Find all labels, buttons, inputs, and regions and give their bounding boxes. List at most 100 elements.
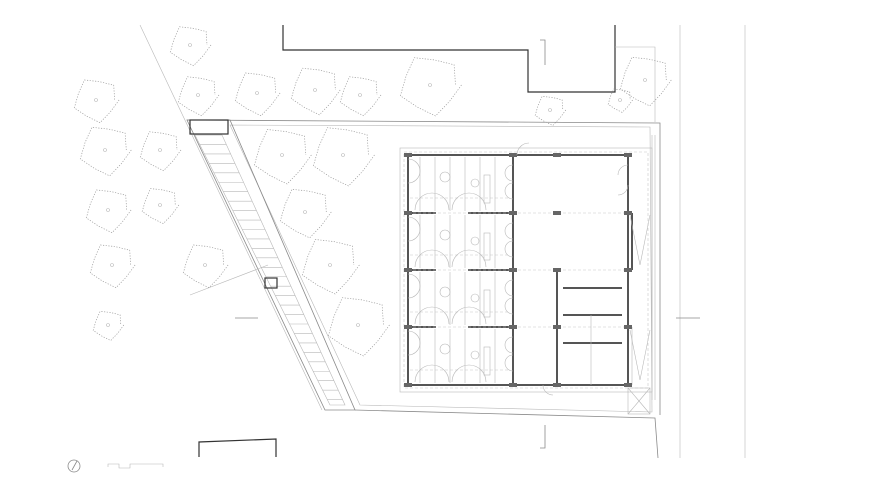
walkway xyxy=(186,119,356,411)
door-swing xyxy=(504,279,514,315)
column xyxy=(553,268,561,272)
tree-trunk xyxy=(341,153,345,157)
table xyxy=(470,178,480,188)
entrance-door xyxy=(516,142,530,156)
tree xyxy=(85,189,132,234)
table xyxy=(470,350,480,360)
tree xyxy=(79,126,132,177)
table xyxy=(439,229,451,241)
tree-trunk xyxy=(106,208,110,212)
column xyxy=(404,268,412,272)
column xyxy=(624,383,632,387)
column xyxy=(404,383,412,387)
column xyxy=(509,211,517,215)
column xyxy=(553,383,561,387)
door-swing xyxy=(451,306,487,325)
tree-trunk xyxy=(106,323,110,327)
column xyxy=(404,153,412,157)
diagonal-boundary xyxy=(139,24,323,411)
tree xyxy=(182,244,229,289)
column xyxy=(509,325,517,329)
stair xyxy=(629,214,651,266)
table xyxy=(470,293,480,303)
tree xyxy=(290,67,341,116)
tree-trunk xyxy=(358,93,362,97)
tree xyxy=(327,297,390,357)
door-swing xyxy=(407,273,421,299)
column xyxy=(624,268,632,272)
tree xyxy=(73,79,120,124)
door-swing xyxy=(451,249,487,268)
trees xyxy=(73,26,672,357)
tree-trunk xyxy=(548,108,552,112)
tree-trunk xyxy=(618,98,622,102)
site-boundary xyxy=(186,119,661,415)
kitchenette xyxy=(483,346,491,376)
kitchenette xyxy=(483,232,491,261)
tree-trunk xyxy=(255,91,259,95)
column xyxy=(624,325,632,329)
tree-trunk xyxy=(303,210,307,214)
tree-trunk xyxy=(110,263,114,267)
door-swing xyxy=(414,249,450,268)
column xyxy=(553,325,561,329)
tree-trunk xyxy=(203,263,207,267)
tree-trunk xyxy=(103,148,107,152)
tree-trunk xyxy=(643,78,647,82)
neighbouring-building-bottom xyxy=(198,438,277,457)
column xyxy=(553,211,561,215)
site-boundary-bottom xyxy=(354,409,659,459)
column xyxy=(553,153,561,157)
door-swing xyxy=(407,216,421,242)
tree-trunk xyxy=(158,203,162,207)
door-swing xyxy=(617,164,629,196)
tree xyxy=(253,129,312,185)
tree-trunk xyxy=(428,83,432,87)
table xyxy=(470,236,480,246)
door-swing xyxy=(504,164,514,200)
column xyxy=(404,211,412,215)
door-swing xyxy=(414,192,450,211)
tree-trunk xyxy=(356,323,360,327)
tree-trunk xyxy=(313,88,317,92)
tree xyxy=(92,311,125,341)
door-swing xyxy=(504,336,514,372)
door-swing xyxy=(451,192,487,211)
tree xyxy=(89,244,136,289)
door-swing xyxy=(414,306,450,325)
door-swing xyxy=(451,364,487,383)
building xyxy=(399,135,656,415)
tree-trunk xyxy=(158,148,162,152)
tree-trunk xyxy=(328,263,332,267)
neighbouring-building-top xyxy=(282,25,616,93)
door-swing xyxy=(407,330,421,356)
tree xyxy=(534,96,567,126)
tree-trunk xyxy=(188,43,192,47)
walkway-kiosk xyxy=(264,277,278,289)
door-swing xyxy=(407,158,421,184)
entrance-door xyxy=(542,384,554,396)
scale-bar-icon xyxy=(107,463,164,469)
porch xyxy=(627,387,651,415)
door-swing xyxy=(414,364,450,383)
stair xyxy=(629,329,651,381)
tree xyxy=(312,127,375,187)
walkway-entrance xyxy=(189,119,229,135)
tree-trunk xyxy=(94,98,98,102)
tree xyxy=(279,188,332,239)
kitchenette xyxy=(483,289,491,318)
column xyxy=(509,268,517,272)
tree xyxy=(141,188,180,225)
kitchenette xyxy=(483,174,491,204)
table xyxy=(439,171,451,183)
north-arrow-icon xyxy=(67,459,81,473)
door-swing xyxy=(504,222,514,258)
tree xyxy=(234,72,281,117)
tree-trunk xyxy=(280,153,284,157)
site-boundary-inner xyxy=(229,124,653,413)
table xyxy=(439,286,451,298)
tree xyxy=(301,239,360,295)
column xyxy=(624,153,632,157)
table xyxy=(439,343,451,355)
